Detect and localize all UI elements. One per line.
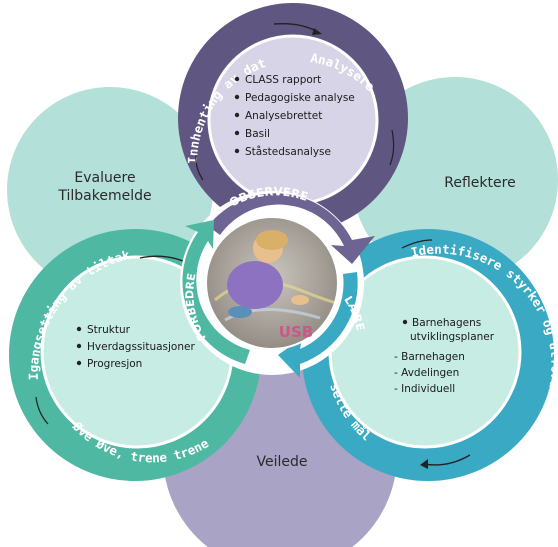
- child-body: [227, 261, 283, 309]
- bullet-icon: [234, 76, 240, 82]
- right-dash-3: - Individuell: [394, 383, 455, 395]
- left-item-2: Hverdagssituasjoner: [87, 341, 195, 353]
- top-circle: [178, 3, 408, 233]
- right-top-arrow-curve: [401, 239, 433, 249]
- right-dash-1: - Barnehagen: [394, 351, 465, 363]
- top-right-arrow-curve: [389, 129, 395, 166]
- usb-logo: USB: [279, 323, 313, 341]
- bullet-icon: [234, 94, 240, 100]
- left-item-3: Progresjon: [87, 358, 142, 370]
- left-side-arrow-curve: [35, 396, 49, 425]
- top-left-arrow-curve: [195, 154, 204, 181]
- bullet-icon: [402, 319, 408, 325]
- right-circle: [302, 229, 554, 481]
- center-photo: [206, 217, 338, 349]
- right-arrowhead: [420, 459, 428, 469]
- left-petal-line2: Tilbakemelde: [57, 188, 151, 204]
- top-list: CLASS rapport Pedagogiske analyse Analys…: [234, 74, 355, 158]
- top-item-5: Ståstedsanalyse: [245, 145, 331, 158]
- bullet-icon: [234, 148, 240, 154]
- bullet-icon: [234, 112, 240, 118]
- bullet-icon: [234, 130, 240, 136]
- top-item-4: Basil: [245, 128, 270, 140]
- left-list: Struktur Hverdagssituasjoner Progresjon: [76, 324, 195, 370]
- bullet-icon: [76, 326, 82, 332]
- left-item-1: Struktur: [87, 324, 131, 336]
- right-dash-2: - Avdelingen: [394, 367, 459, 379]
- bullet-icon: [76, 360, 82, 366]
- top-arrowhead: [312, 28, 322, 35]
- bullet-icon: [76, 343, 82, 349]
- ring-segment-top: [208, 193, 375, 264]
- ring-segment-left: [182, 220, 250, 364]
- photo-border: [205, 216, 339, 350]
- top-item-2: Pedagogiske analyse: [245, 92, 355, 104]
- top-item-3: Analysebrettet: [245, 110, 322, 122]
- right-petal-label: Reflektere: [444, 175, 515, 191]
- top-item-1: CLASS rapport: [245, 74, 321, 86]
- ring-segment-right: [278, 272, 358, 378]
- left-petal-line1: Evaluere: [74, 170, 135, 186]
- bottom-petal-label: Veilede: [257, 454, 308, 470]
